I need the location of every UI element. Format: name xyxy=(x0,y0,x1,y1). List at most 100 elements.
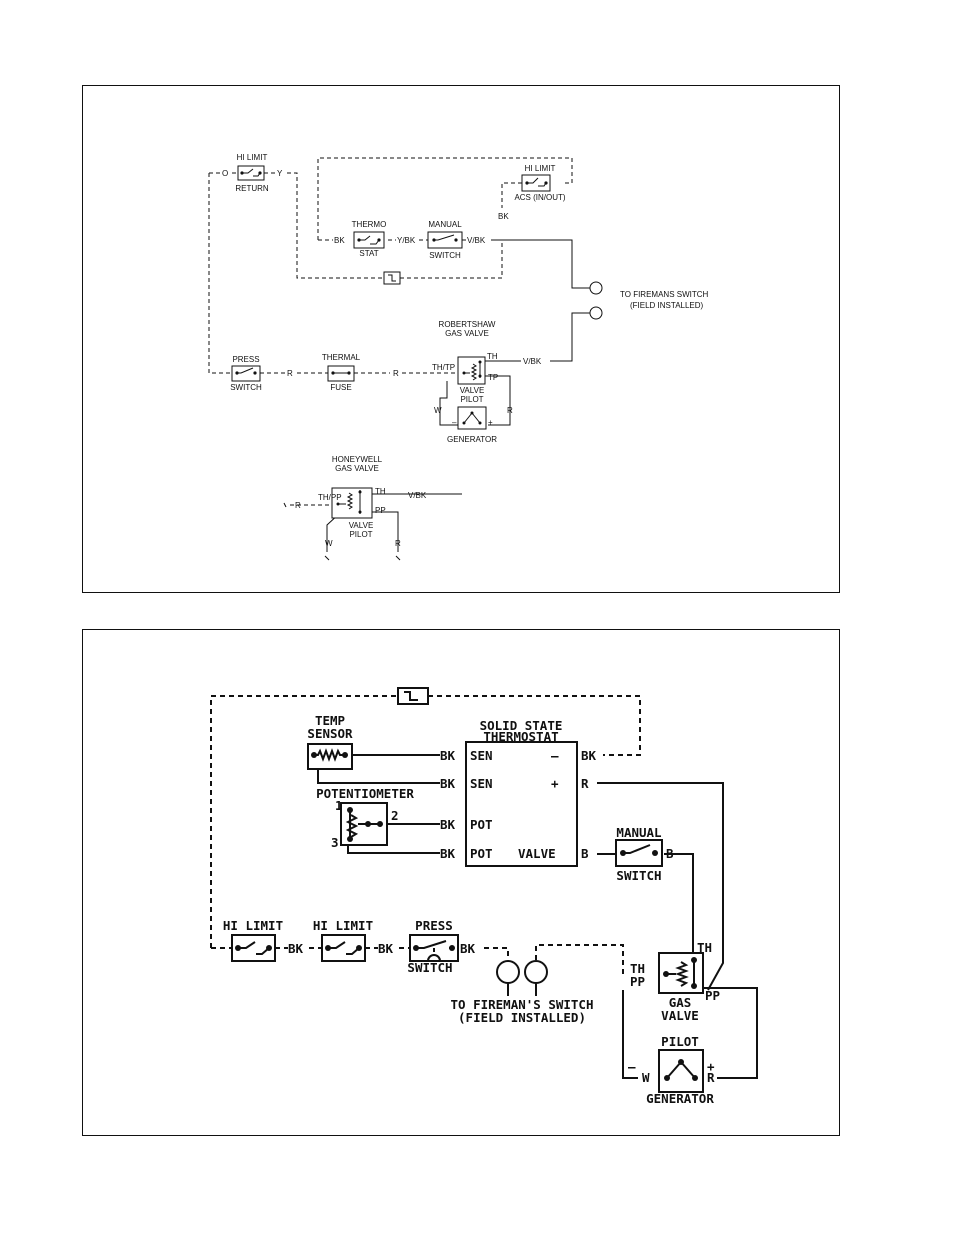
hi-limit-acs-sub: ACS (IN/OUT) xyxy=(514,193,565,202)
wire-pp-r xyxy=(703,987,758,1079)
loop-jumper xyxy=(397,687,429,705)
generator-plus: + xyxy=(488,418,493,427)
generator-terminal-r: R xyxy=(707,1070,715,1085)
press-switch-sub: SWITCH xyxy=(230,383,262,392)
wire-label-bk-hl1: BK xyxy=(288,941,304,956)
honeywell-terminal-th-pp: TH/PP xyxy=(318,493,342,502)
thermal-fuse-sub: FUSE xyxy=(330,383,351,392)
generator xyxy=(457,406,487,430)
wire-press-fireman xyxy=(484,947,509,960)
fireman-terminal-2 xyxy=(589,306,603,320)
wire-plus-r xyxy=(597,782,724,991)
hi-limit-2-label: HI LIMIT xyxy=(313,918,373,933)
generator-label: GENERATOR xyxy=(646,1091,714,1106)
wire-pot-3 xyxy=(347,845,440,854)
wire-v-fireman xyxy=(491,239,590,289)
pot-terminal-3: 3 xyxy=(331,835,339,850)
manual-switch-sub: SWITCH xyxy=(429,251,461,260)
bottom-diagram: TEMP SENSOR SOLID STATE THERMOSTAT POTEN… xyxy=(210,687,758,1106)
wire-label-v-bk: V/BK xyxy=(467,236,486,245)
thermostat-title-sub: THERMOSTAT xyxy=(483,729,558,744)
honeywell-wire-r2 xyxy=(372,511,399,552)
thermostat-sub: STAT xyxy=(359,249,378,258)
wire-label-y-bk: Y/BK xyxy=(397,236,416,245)
wire-loop-left xyxy=(210,695,398,948)
wire-label-b-valve: B xyxy=(581,846,589,861)
wire-label-bk-press: BK xyxy=(460,941,476,956)
generator-minus: – xyxy=(628,1059,636,1074)
generator-minus: – xyxy=(452,418,457,427)
hi-limit-acs-switch xyxy=(521,174,551,192)
wire-label-r-1: R xyxy=(287,369,293,378)
terminal-tp: TP xyxy=(488,373,498,382)
potentiometer-label: POTENTIOMETER xyxy=(316,786,414,801)
terminal-th-tp: TH/TP xyxy=(432,363,455,372)
hi-limit-1-label: HI LIMIT xyxy=(223,918,283,933)
top-diagram: HI LIMIT RETURN O Y HI LIMIT ACS (IN/OUT… xyxy=(208,153,709,561)
honeywell-label: HONEYWELL xyxy=(332,455,383,464)
wire-label-bk-sen2: BK xyxy=(440,776,456,791)
wire-label-bk-pot2: BK xyxy=(440,846,456,861)
wire-label-r-2: R xyxy=(393,369,399,378)
honeywell-wire-label-r2: R xyxy=(395,539,401,548)
bottom-wiring-diagram-panel xyxy=(82,629,840,1136)
honeywell-terminal-pp: PP xyxy=(375,506,386,515)
firemans-switch-sub: (FIELD INSTALLED) xyxy=(630,301,704,310)
pilot-generator xyxy=(658,1049,704,1093)
wire-label-bk-minus: BK xyxy=(581,748,597,763)
terminal-sen-2: SEN xyxy=(470,776,493,791)
wire-label-r-plus: R xyxy=(581,776,589,791)
generator-label: GENERATOR xyxy=(447,435,497,444)
wire-label-b-manual: B xyxy=(666,846,674,861)
honeywell-wire-label-r: R xyxy=(295,501,301,510)
wire-top-dashed xyxy=(317,157,573,240)
wire-fireman-valve xyxy=(550,312,590,362)
manual-switch-label: MANUAL xyxy=(616,825,662,840)
terminal-th: TH xyxy=(487,352,498,361)
fireman-terminal-1 xyxy=(589,281,603,295)
press-switch-sub: SWITCH xyxy=(407,960,452,975)
valve-pilot-label: VALVE xyxy=(460,386,485,395)
wire-label-v-bk-2: V/BK xyxy=(523,357,542,366)
pilot-label: PILOT xyxy=(661,1034,699,1049)
firemans-switch-label: TO FIREMANS SWITCH xyxy=(620,290,709,299)
hi-limit-acs-label: HI LIMIT xyxy=(525,164,556,173)
manual-switch-sub: SWITCH xyxy=(616,868,661,883)
wire-label-bk-sen1: BK xyxy=(440,748,456,763)
gas-valve-terminal-th-left: TH xyxy=(630,961,645,976)
terminal-sen-1: SEN xyxy=(470,748,493,763)
press-switch-label: PRESS xyxy=(415,918,453,933)
thermostat-title: SOLID STATE xyxy=(480,718,563,733)
honeywell-terminal-th: TH xyxy=(375,487,386,496)
thermostat-label: THERMO xyxy=(352,220,387,229)
firemans-switch-sub: (FIELD INSTALLED) xyxy=(458,1010,586,1025)
pot-terminal-2: 2 xyxy=(391,808,399,823)
manual-switch-label: MANUAL xyxy=(428,220,462,229)
robertshaw-label: ROBERTSHAW xyxy=(439,320,496,329)
wire-label-bk: BK xyxy=(334,236,345,245)
wire-r-tp xyxy=(485,375,511,426)
pot-terminal-1: 1 xyxy=(335,798,343,813)
wire-sensor-sen2 xyxy=(317,770,440,784)
wire-acs-bk xyxy=(501,182,522,208)
thermostat-symbol xyxy=(359,235,380,245)
wire-label-bk-pot1: BK xyxy=(440,817,456,832)
wire-label-w: W xyxy=(434,406,442,415)
generator-plus: + xyxy=(707,1059,715,1074)
terminal-plus: + xyxy=(551,776,559,791)
terminal-minus: – xyxy=(551,748,559,763)
wire-b-th xyxy=(664,853,694,960)
press-switch xyxy=(231,365,261,382)
honeywell-valve-pilot-sub: PILOT xyxy=(349,530,372,539)
hi-limit-return-label: HI LIMIT xyxy=(237,153,268,162)
wire-w xyxy=(439,381,458,426)
terminal-valve: VALVE xyxy=(518,846,556,861)
gas-valve-sub: VALVE xyxy=(661,1008,699,1023)
wire-label-o: O xyxy=(222,169,228,178)
thermal-fuse-label: THERMAL xyxy=(322,353,361,362)
firemans-switch-label: TO FIREMAN'S SWITCH xyxy=(451,997,594,1012)
gas-valve-terminal-th: TH xyxy=(697,940,712,955)
hi-limit-return-sub: RETURN xyxy=(235,184,269,193)
temp-sensor-sub: SENSOR xyxy=(307,726,353,741)
honeywell-wire-label-w: W xyxy=(325,539,333,548)
